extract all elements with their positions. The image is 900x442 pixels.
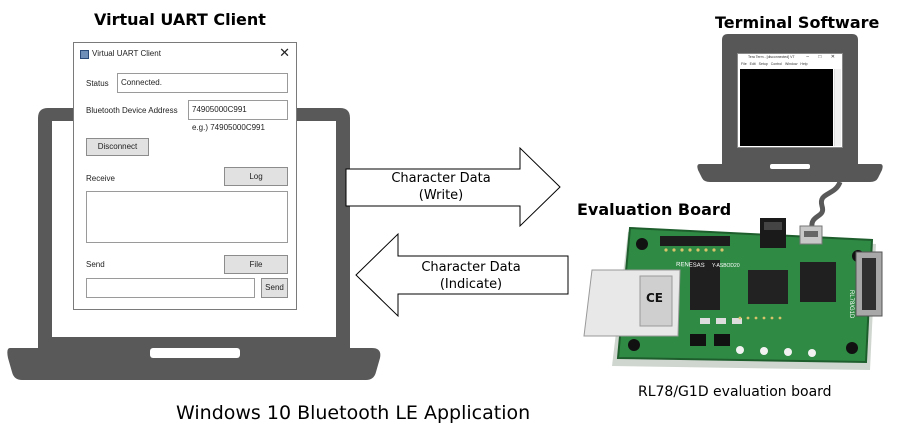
terminal-laptop-base: [697, 164, 883, 182]
address-example: e.g.) 74905000C991: [192, 123, 265, 132]
write-arrow-shape: [345, 146, 561, 228]
send-button[interactable]: Send: [261, 278, 288, 298]
disconnect-button[interactable]: Disconnect: [86, 138, 149, 156]
receive-area[interactable]: [86, 191, 288, 243]
terminal-menu-bar[interactable]: File Edit Setup Control Window Help: [741, 62, 808, 66]
receive-label: Receive: [86, 174, 115, 183]
terminal-software-heading: Terminal Software: [715, 13, 880, 32]
status-label: Status: [86, 79, 109, 88]
terminal-title: Tera Term - [disconnected] VT: [748, 55, 795, 59]
terminal-window-controls[interactable]: – □ ✕: [806, 54, 839, 60]
file-button[interactable]: File: [224, 255, 288, 274]
write-arrow-line2: (Write): [418, 188, 464, 203]
indicate-arrow-line2: (Indicate): [439, 277, 503, 292]
virtual-uart-client-heading: Virtual UART Client: [94, 10, 266, 29]
board-model-side: RL78/G1D: [848, 290, 854, 319]
indicate-arrow-label: Character Data (Indicate): [396, 259, 546, 293]
terminal-screen[interactable]: [740, 69, 833, 146]
close-icon[interactable]: ✕: [279, 45, 290, 60]
address-label: Bluetooth Device Address: [86, 106, 178, 115]
usb-cable: [809, 180, 843, 229]
address-field[interactable]: 74905000C991: [188, 100, 288, 120]
virtual-uart-client-window: Virtual UART Client ✕ Status Connected. …: [73, 42, 297, 310]
board-caption: RL78/G1D evaluation board: [638, 384, 832, 400]
window-titlebar: Virtual UART Client ✕: [74, 43, 296, 65]
terminal-window: Tera Term - [disconnected] VT – □ ✕ File…: [737, 53, 843, 148]
write-arrow-line1: Character Data: [391, 171, 491, 186]
app-icon: [80, 50, 89, 59]
window-title: Virtual UART Client: [92, 49, 161, 58]
terminal-scrollbar[interactable]: [834, 69, 841, 146]
write-arrow-label: Character Data (Write): [366, 170, 516, 204]
indicate-arrow-shape: [355, 232, 569, 318]
log-button[interactable]: Log: [224, 167, 288, 186]
status-field[interactable]: Connected.: [117, 73, 288, 93]
send-input[interactable]: [86, 278, 255, 298]
board-brand-text: RENESAS: [676, 262, 705, 269]
evaluation-board-heading: Evaluation Board: [577, 200, 732, 219]
evaluation-board-illustration: RENESAS CE Y-ASBOD20 RL78/G1D: [583, 218, 883, 370]
laptop-touch-notch: [150, 348, 240, 358]
indicate-arrow-line1: Character Data: [421, 260, 521, 275]
laptop-base: [7, 348, 381, 380]
board-model-top: Y-ASBOD20: [712, 263, 740, 269]
board-ce-mark: CE: [646, 291, 663, 305]
send-label: Send: [86, 260, 105, 269]
windows-app-caption: Windows 10 Bluetooth LE Application: [176, 402, 531, 424]
